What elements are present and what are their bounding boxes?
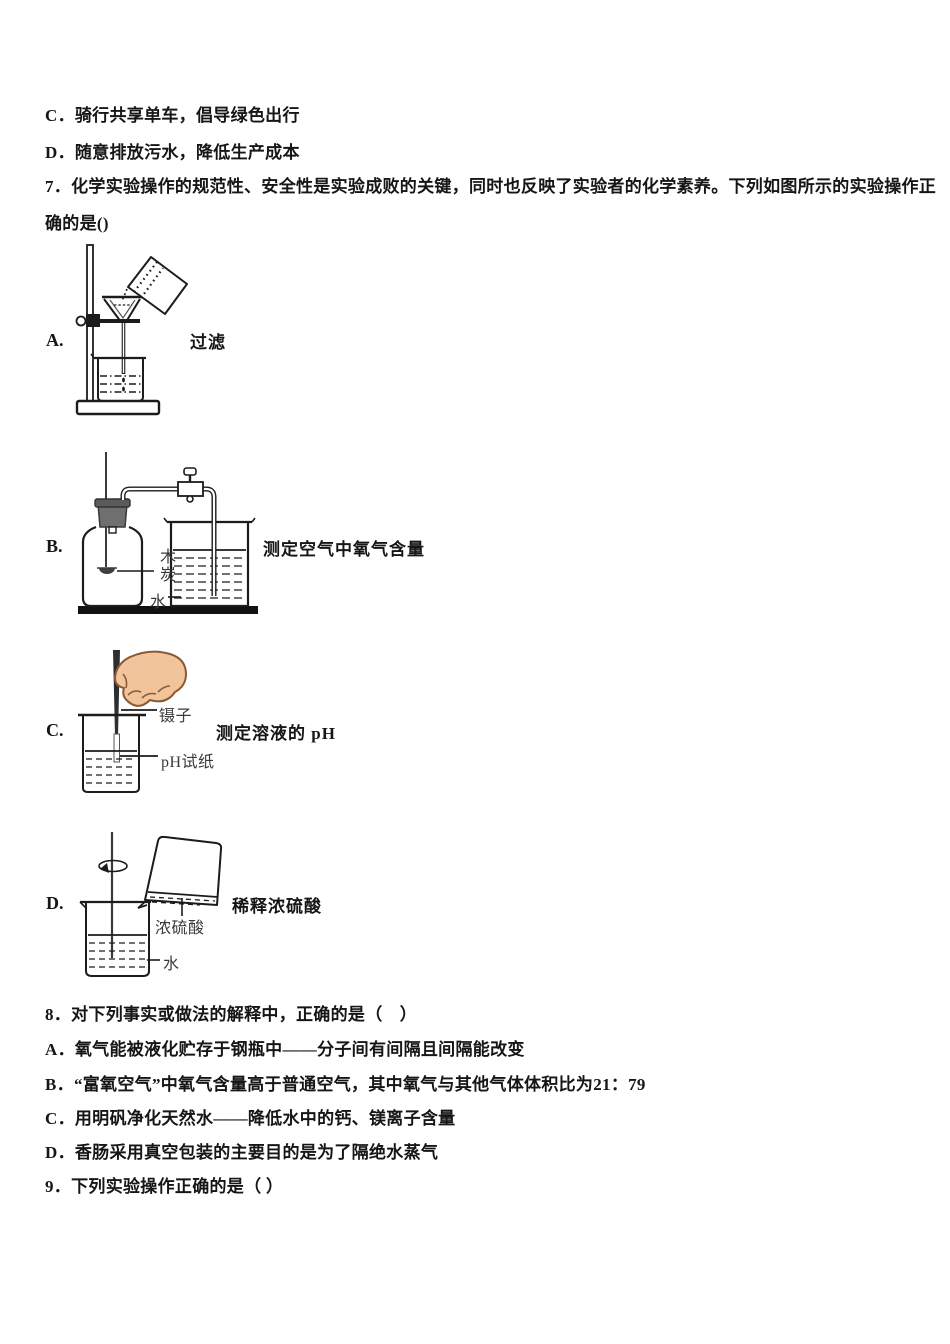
- receiving-beaker: [90, 353, 146, 402]
- pouring-beaker: [121, 256, 188, 315]
- figure-c-label: C.: [46, 720, 64, 740]
- figure-d-water-label: 水: [163, 956, 180, 973]
- q7-stem-line2: 确的是(): [45, 214, 109, 233]
- q8-option-b: B．“富氧空气”中氧气含量高于普通空气，其中氧气与其他气体体积比为21：79: [45, 1075, 646, 1094]
- figure-d-acid-label: 浓硫酸: [155, 920, 205, 937]
- figure-b-label: B.: [46, 536, 63, 556]
- figure-d-acid-dilution-diagram: [79, 832, 223, 977]
- q9-stem: 9．下列实验操作正确的是（ ）: [45, 1177, 284, 1196]
- figure-a-label: A.: [46, 330, 64, 350]
- connecting-tube: [120, 486, 217, 596]
- figure-b-water-label: 水: [150, 594, 167, 611]
- stirring-rod: [98, 832, 128, 958]
- leader-lines: [117, 570, 181, 598]
- q6-option-d: D．随意排放污水，降低生产成本: [45, 143, 300, 162]
- figure-b-charcoal-label: 木炭: [157, 548, 174, 584]
- figure-a-filtration-diagram: [75, 244, 188, 416]
- figure-b-oxygen-measurement-diagram: [78, 452, 258, 614]
- figure-b-caption: 测定空气中氧气含量: [263, 540, 425, 559]
- figure-d-caption: 稀释浓硫酸: [232, 897, 322, 916]
- q8-stem: 8．对下列事实或做法的解释中，正确的是（ ）: [45, 1005, 418, 1024]
- leader-lines: [147, 898, 183, 961]
- figure-c-ph-paper-label: pH试纸: [161, 754, 215, 771]
- pour-stream: [121, 288, 128, 302]
- hand: [114, 650, 187, 707]
- figure-a-caption: 过滤: [190, 333, 226, 352]
- figure-d-label: D.: [46, 893, 64, 913]
- funnel: [102, 295, 142, 374]
- bench-base: [78, 606, 258, 614]
- q7-stem-line1: 7．化学实验操作的规范性、安全性是实验成败的关键，同时也反映了实验者的化学素养。…: [45, 177, 937, 196]
- figure-c-tweezers-label: 镊子: [159, 708, 193, 725]
- q8-option-c: C．用明矾净化天然水——降低水中的钙、镁离子含量: [45, 1109, 456, 1128]
- figure-c-caption: 测定溶液的 pH: [216, 724, 336, 743]
- gas-bottle: [81, 452, 144, 608]
- water-beaker: [163, 517, 256, 608]
- solution-beaker: [78, 713, 146, 793]
- stir-rotation-arrow: [98, 859, 128, 873]
- q8-option-a: A．氧气能被液化贮存于钢瓶中——分子间有间隔且间隔能改变: [45, 1040, 525, 1059]
- ph-paper-strip: [113, 733, 120, 763]
- q6-option-c: C．骑行共享单车，倡导绿色出行: [45, 106, 300, 125]
- q8-option-d: D．香肠采用真空包装的主要目的是为了隔绝水蒸气: [45, 1143, 439, 1162]
- water-beaker: [79, 900, 151, 977]
- stopcock-valve: [177, 467, 204, 503]
- figure-c-ph-test-diagram: [78, 650, 187, 793]
- acid-pouring-beaker: [137, 835, 223, 909]
- iron-stand: [75, 244, 161, 416]
- combustion-spoon: [99, 568, 115, 574]
- leader-lines: [120, 709, 158, 757]
